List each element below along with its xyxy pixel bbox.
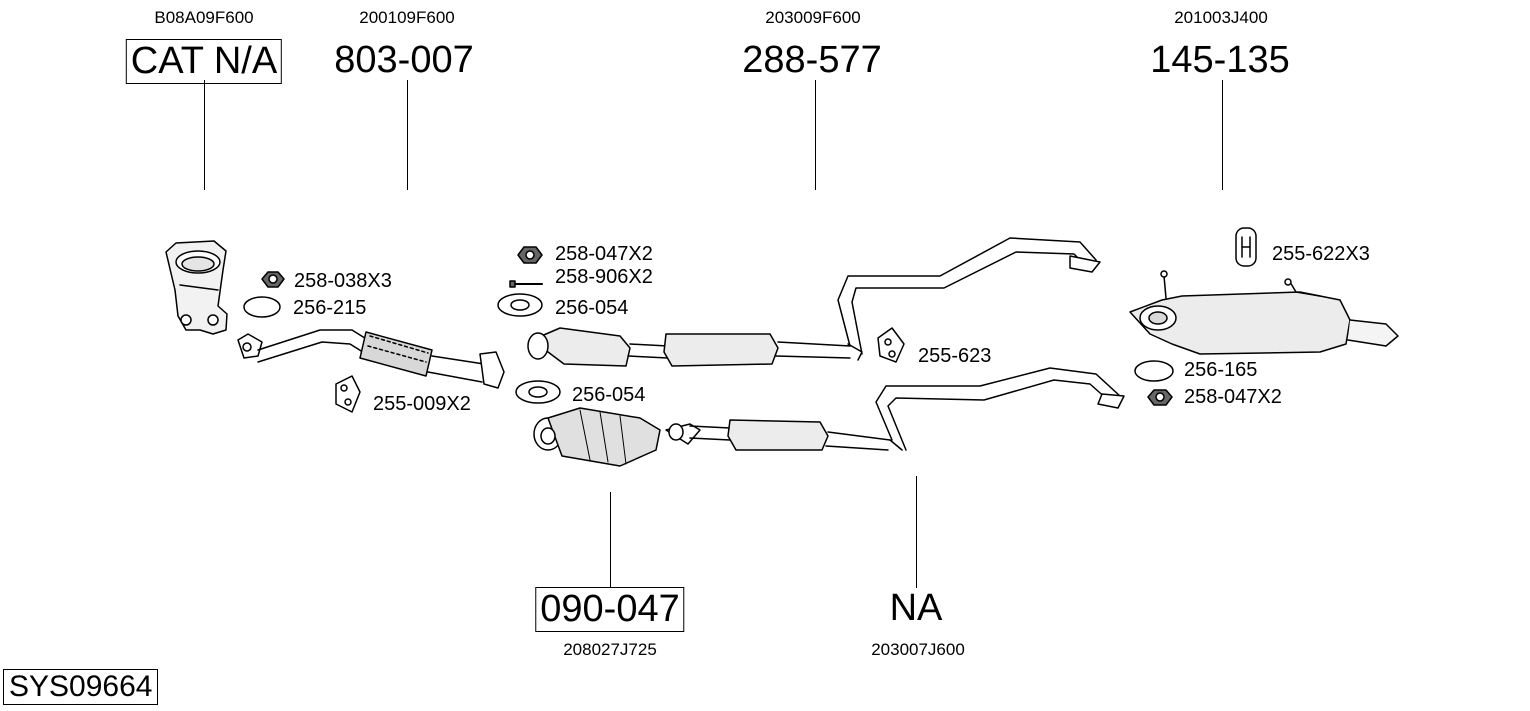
leader-line [1222,80,1223,190]
flange-gasket-icon [515,380,561,404]
nut-icon [261,271,285,288]
part-number-rear-silencer: 145-135 [1150,39,1290,81]
accessory-label: 256-054 [572,384,646,406]
accessory-label: 256-165 [1184,359,1258,381]
manifold-catalyst-drawing [165,240,228,335]
accessory-label: 258-906X2 [555,266,653,288]
rubber-hanger-icon [335,375,361,413]
catalytic-converter-drawing [533,407,661,467]
system-code: SYS09664 [3,669,159,705]
oem-number: 203009F600 [765,8,861,27]
part-number-front-pipe: 803-007 [334,39,474,81]
leader-line [916,476,917,588]
accessory-label: 258-047X2 [555,243,653,265]
accessory-label: 255-009X2 [373,393,471,415]
accessory-label: 258-038X3 [294,270,392,292]
bolt-icon [509,280,543,288]
part-number-catalyst: 090-047 [535,587,685,632]
part-number-na: NA [889,587,943,629]
accessory-label: 255-622X3 [1272,243,1370,265]
ring-gasket-icon [1134,360,1174,382]
oem-number: B08A09F600 [154,8,254,27]
oem-number: 208027J725 [563,640,657,659]
centre-pipe-lower-drawing [665,367,1125,451]
leader-line [204,80,205,190]
leader-line [815,80,816,190]
leader-line [610,492,611,588]
oem-number: 203007J600 [871,640,965,659]
rubber-hanger-icon [877,327,905,363]
nut-icon [1147,389,1173,406]
accessory-label: 255-623 [918,345,992,367]
front-pipe-drawing [237,329,505,389]
accessory-label: 256-054 [555,297,629,319]
flange-gasket-icon [497,293,543,317]
nut-icon [517,246,543,264]
clamp-icon [1235,227,1257,267]
rear-silencer-drawing [1129,270,1399,355]
centre-pipe-upper-drawing [527,237,1101,367]
accessory-label: 256-215 [293,297,367,319]
ring-gasket-icon [243,296,281,318]
accessory-label: 258-047X2 [1184,386,1282,408]
oem-number: 201003J400 [1174,8,1268,27]
leader-line [407,80,408,190]
part-number-cat: CAT N/A [125,39,283,84]
part-number-centre-pipe: 288-577 [742,39,882,81]
oem-number: 200109F600 [359,8,455,27]
